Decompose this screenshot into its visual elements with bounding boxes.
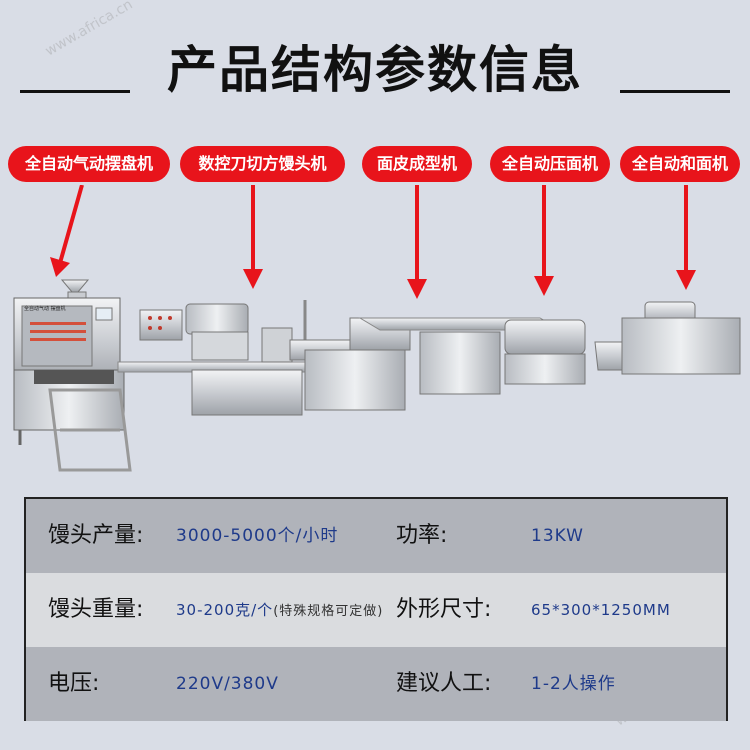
spec-label-power: 功率: (396, 523, 448, 548)
table-row: 馒头重量: 30-200克/个(特殊规格可定做) 外形尺寸: 65*300*12… (26, 573, 726, 647)
spec-value-weight-main: 30-200克/个 (176, 601, 274, 619)
dough-sheet-machine (289, 317, 411, 411)
dough-press-machine (419, 319, 586, 395)
spec-value-dimensions: 65*300*1250MM (531, 601, 671, 619)
spec-value-output: 3000-5000个/小时 (176, 526, 339, 546)
label-cnc-cutter-machine: 数控刀切方馒头机 (180, 146, 345, 182)
machine-panel-text: 全自动气动 摆盘机 (24, 305, 66, 312)
label-dough-press-machine: 全自动压面机 (490, 146, 610, 182)
table-row: 电压: 220V/380V 建议人工: 1-2人操作 (26, 647, 726, 721)
spec-label-weight: 馒头重量: (48, 597, 144, 622)
arrow-icon (534, 185, 554, 296)
production-line-image: 全自动气动 摆盘机 (13, 279, 741, 472)
cnc-cutter-machine (139, 300, 307, 416)
title-line-right (620, 90, 730, 93)
label-auto-tray-machine: 全自动气动摆盘机 (8, 146, 170, 182)
spec-label-voltage: 电压: (48, 671, 100, 696)
arrow-icon (676, 185, 696, 290)
spec-value-power: 13KW (531, 526, 584, 546)
dough-mixer (594, 301, 741, 375)
spec-value-labor: 1-2人操作 (531, 674, 616, 694)
table-row: 馒头产量: 3000-5000个/小时 功率: 13KW (26, 499, 726, 573)
spec-value-weight: 30-200克/个(特殊规格可定做) (176, 573, 383, 647)
arrow-icon (50, 185, 84, 277)
label-dough-mixer: 全自动和面机 (620, 146, 740, 182)
spec-value-weight-note: (特殊规格可定做) (273, 604, 384, 619)
arrow-icon (243, 185, 263, 289)
specs-table: 馒头产量: 3000-5000个/小时 功率: 13KW 馒头重量: 30-20… (24, 497, 728, 721)
spec-value-voltage: 220V/380V (176, 674, 279, 694)
label-dough-sheet-machine: 面皮成型机 (362, 146, 472, 182)
spec-label-dimensions: 外形尺寸: (396, 597, 492, 622)
tray-machine: 全自动气动 摆盘机 (13, 279, 132, 472)
title-line-left (20, 90, 130, 93)
page-title: 产品结构参数信息 (167, 41, 583, 99)
arrow-icon (407, 185, 427, 299)
spec-label-labor: 建议人工: (396, 671, 492, 696)
spec-label-output: 馒头产量: (48, 523, 144, 548)
